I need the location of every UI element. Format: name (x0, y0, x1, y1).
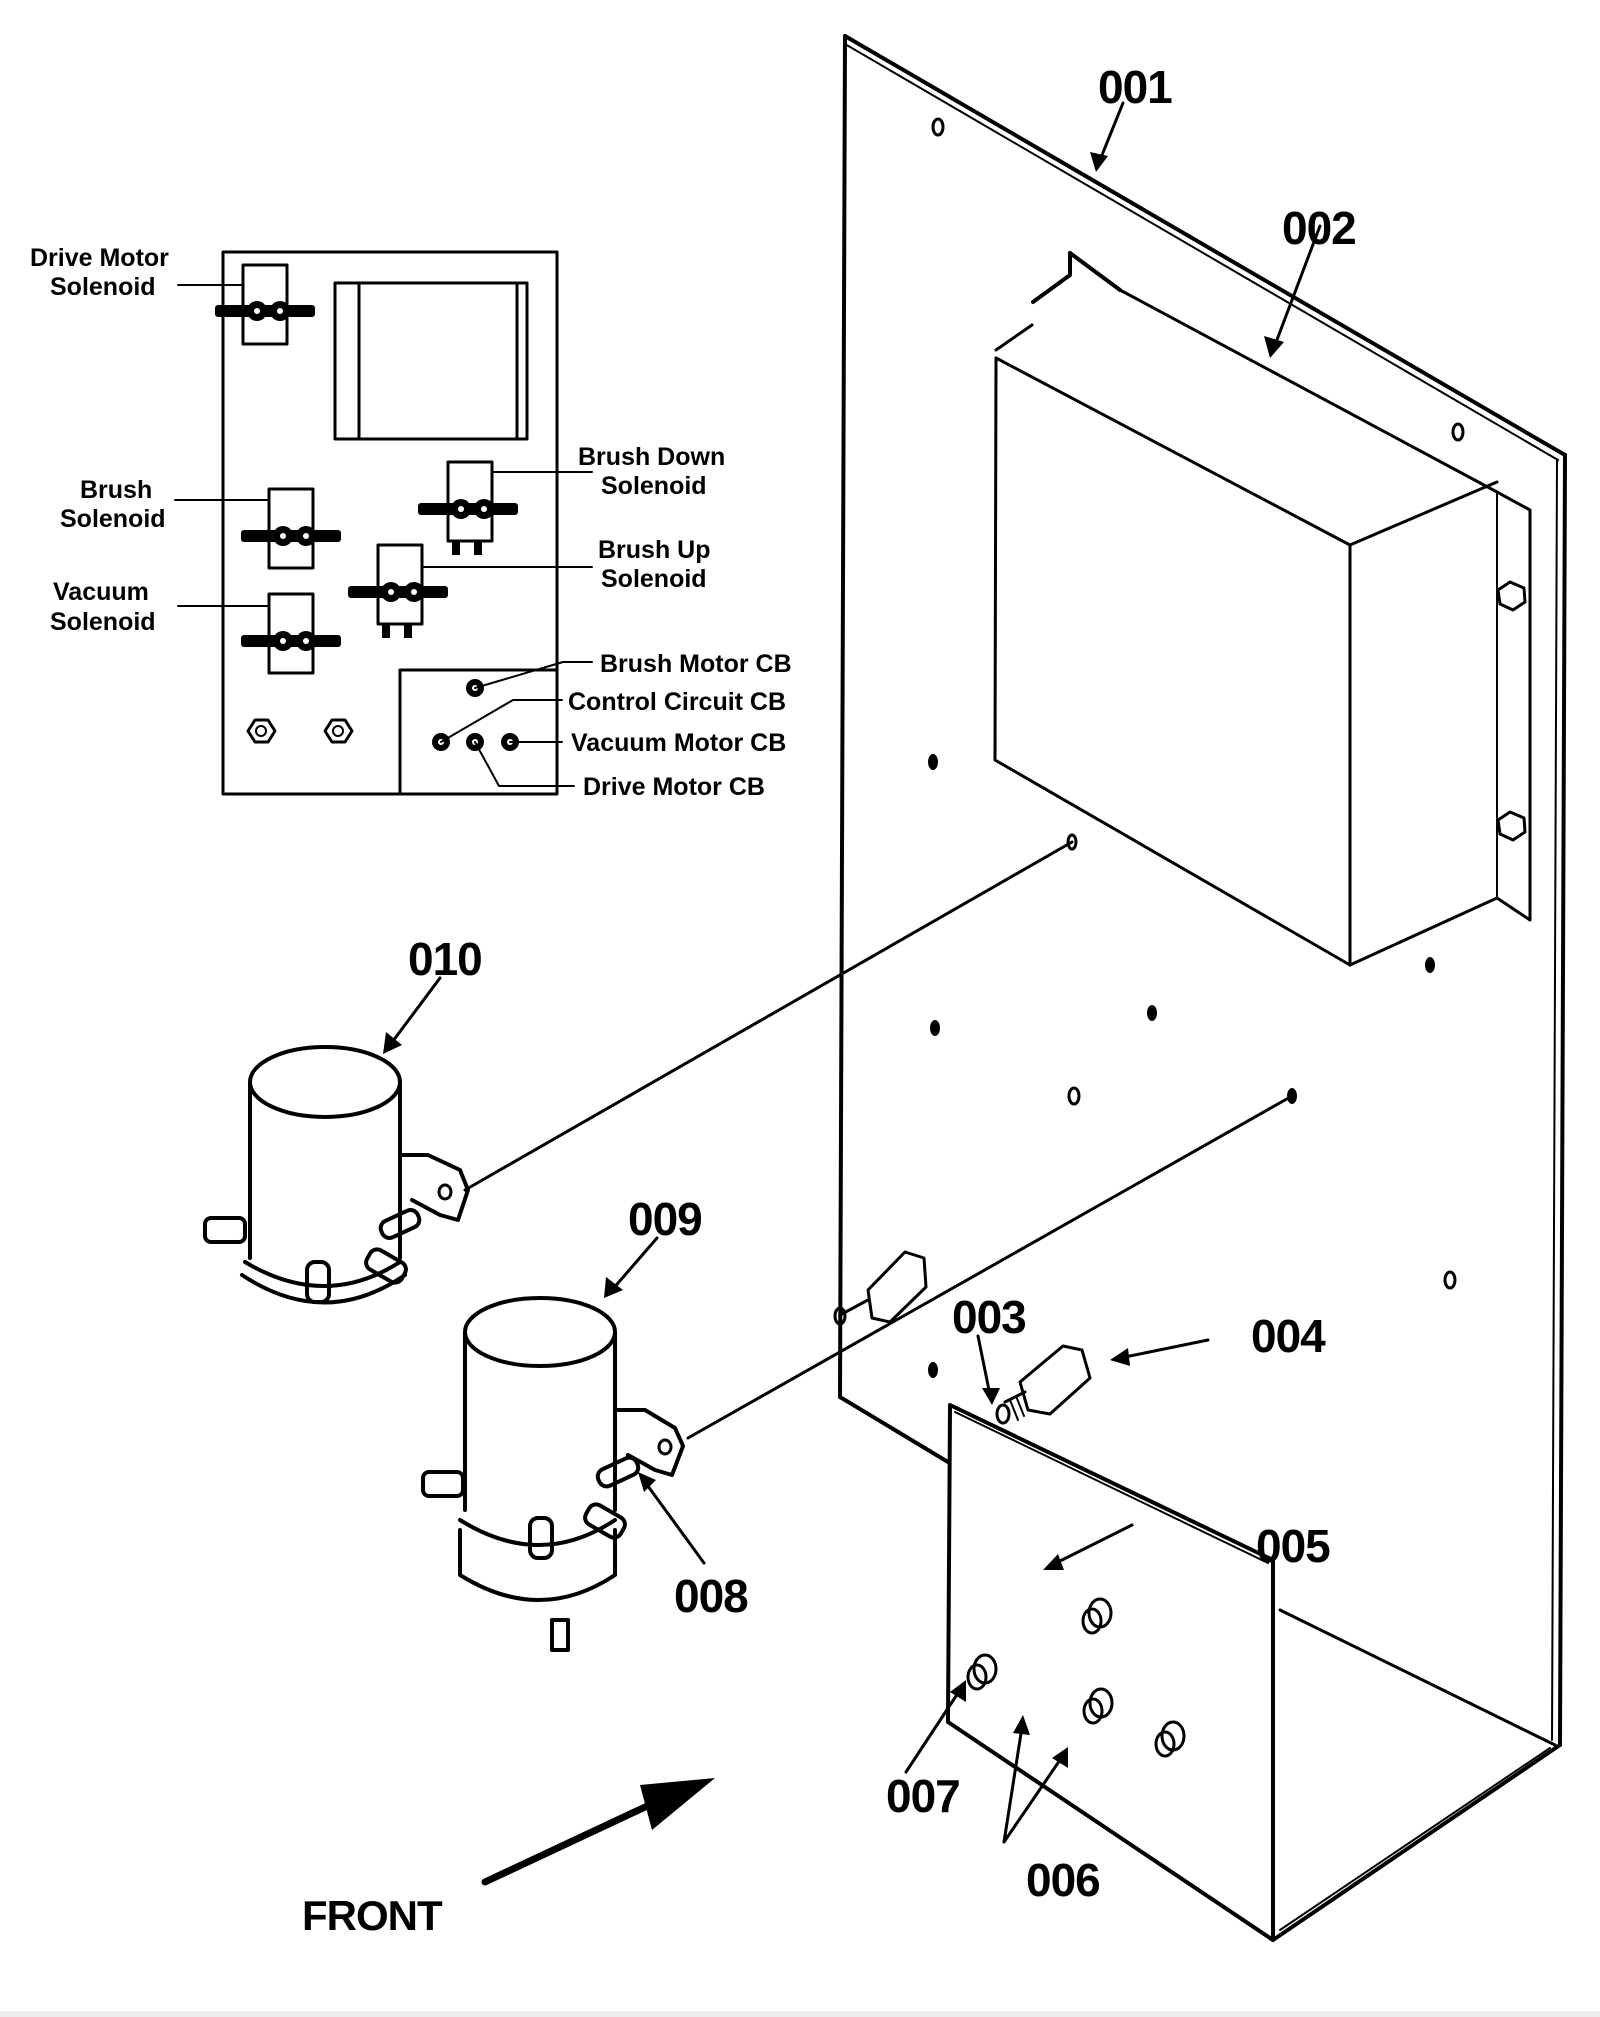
callout-leaders (383, 101, 1322, 1844)
inset-hex-nut-left (246, 718, 277, 744)
label-vacuum-motor-cb: Vacuum Motor CB (571, 729, 786, 757)
front-direction-arrow (481, 1778, 715, 1886)
solenoid-009 (421, 1296, 685, 1652)
label-vacuum-solenoid-line2: Solenoid (50, 608, 156, 636)
bottom-scan-edge (0, 2011, 1600, 2017)
part-label-005: 005 (1256, 1520, 1330, 1572)
inset-brush-down-solenoid (418, 460, 518, 555)
label-brush-solenoid-line2: Solenoid (60, 505, 166, 533)
label-drive-motor-solenoid-line2: Solenoid (50, 273, 156, 301)
part-label-008: 008 (674, 1570, 748, 1622)
inset-leader-lines (174, 284, 593, 787)
lower-breaker-plate (946, 1403, 1562, 1942)
standoff-004 (1003, 1344, 1092, 1416)
circuit-breaker-006b (1154, 1720, 1186, 1758)
mounting-holes (928, 117, 1465, 1378)
alignment-line-010 (463, 840, 1074, 1192)
part-label-006: 006 (1026, 1854, 1100, 1906)
label-brush-up-solenoid-line2: Solenoid (601, 565, 707, 593)
standoff-upper (833, 1250, 928, 1326)
part-label-010: 010 (408, 933, 482, 985)
part-number-labels: 001 002 003 004 005 006 007 008 009 010 (408, 61, 1357, 1906)
label-drive-motor-solenoid-line1: Drive Motor (30, 244, 169, 272)
inset-vacuum-solenoid (241, 592, 341, 675)
label-vacuum-solenoid-line1: Vacuum (53, 578, 149, 606)
label-brush-down-solenoid-line1: Brush Down (578, 443, 725, 471)
label-brush-down-solenoid-line2: Solenoid (601, 472, 707, 500)
part-label-002: 002 (1282, 202, 1356, 254)
part-label-001: 001 (1098, 61, 1172, 113)
inset-drive-motor-solenoid (215, 263, 315, 346)
label-drive-motor-cb: Drive Motor CB (583, 773, 765, 801)
stud-003 (995, 1395, 1025, 1425)
inset-brush-solenoid (241, 487, 341, 570)
inset-panel-layout: Drive Motor Solenoid Brush Solenoid Vacu… (30, 244, 792, 801)
alignment-line-009 (686, 1094, 1294, 1440)
label-control-circuit-cb: Control Circuit CB (568, 688, 786, 716)
panel-001 (838, 34, 1567, 1747)
part-label-003: 003 (952, 1291, 1026, 1343)
part-label-007: 007 (886, 1770, 960, 1822)
circuit-breaker-007 (966, 1653, 998, 1691)
inset-hex-nut-right (323, 718, 354, 744)
part-label-009: 009 (628, 1193, 702, 1245)
terminal-stud (203, 1208, 422, 1304)
label-brush-motor-cb: Brush Motor CB (600, 650, 792, 678)
circuit-breaker-005 (1081, 1597, 1113, 1635)
label-brush-solenoid-line1: Brush (80, 476, 152, 504)
box-bolt-top (1496, 580, 1527, 612)
circuit-breaker-006a (1082, 1687, 1114, 1725)
inset-brush-up-solenoid (348, 543, 448, 638)
solenoid-010 (203, 1045, 470, 1305)
label-brush-up-solenoid-line1: Brush Up (598, 536, 711, 564)
part-label-004: 004 (1251, 1310, 1326, 1362)
front-label: FRONT (302, 1892, 443, 1939)
control-box-002 (993, 251, 1532, 967)
screw-008 (595, 1455, 641, 1489)
box-bolt-bottom (1496, 810, 1527, 842)
